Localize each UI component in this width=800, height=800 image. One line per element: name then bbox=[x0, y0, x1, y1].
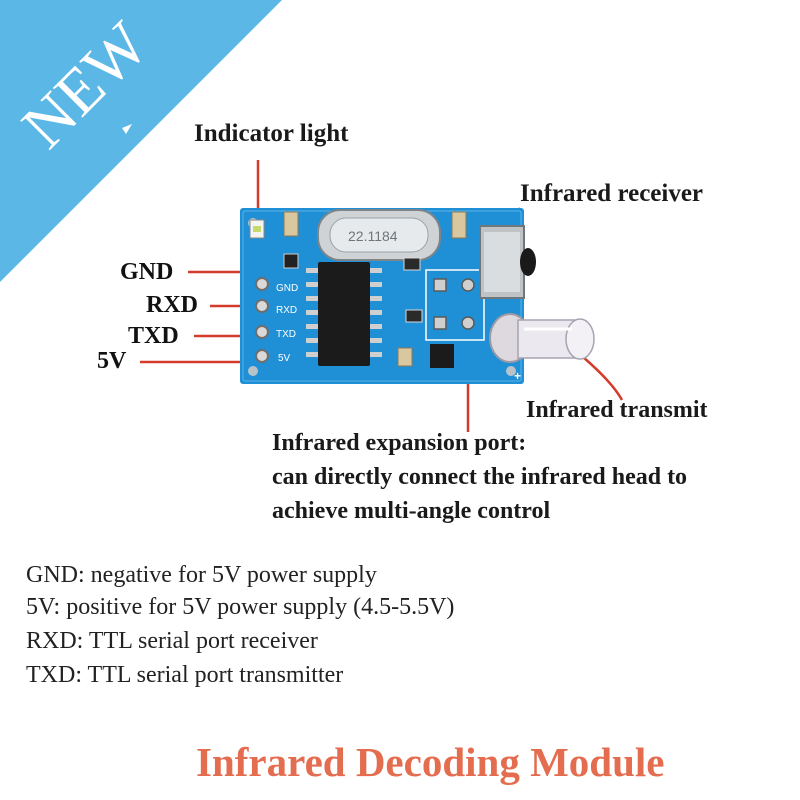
silkscreen-rxd: RXD bbox=[276, 305, 297, 316]
callout-infrared-receiver: Infrared receiver bbox=[520, 180, 704, 207]
svg-text:+: + bbox=[514, 369, 521, 383]
silkscreen-txd: TXD bbox=[276, 329, 296, 340]
pin-label-txd: TXD bbox=[128, 323, 179, 349]
desc-rxd: RXD: TTL serial port receiver bbox=[26, 628, 318, 654]
module-title: Infrared Decoding Module bbox=[196, 739, 665, 785]
callout-infrared-transmit: Infrared transmit bbox=[526, 397, 708, 423]
callout-expansion-line1: can directly connect the infrared head t… bbox=[272, 464, 688, 490]
pin-label-rxd: RXD bbox=[146, 292, 198, 318]
desc-5v: 5V: positive for 5V power supply (4.5-5.… bbox=[26, 594, 455, 620]
desc-gnd: GND: negative for 5V power supply bbox=[26, 562, 377, 588]
silkscreen-crystal-label: 22.1184 bbox=[348, 228, 398, 244]
pin-label-gnd: GND bbox=[120, 259, 174, 285]
desc-txd: TXD: TTL serial port transmitter bbox=[26, 662, 344, 688]
silkscreen-gnd: GND bbox=[276, 283, 298, 294]
pin-label-5v: 5V bbox=[97, 348, 127, 374]
callout-indicator-light: Indicator light bbox=[194, 120, 349, 147]
callout-expansion-line2: achieve multi-angle control bbox=[272, 498, 551, 524]
silkscreen-5v: 5V bbox=[278, 353, 291, 364]
callout-expansion-title: Infrared expansion port: bbox=[272, 430, 527, 456]
